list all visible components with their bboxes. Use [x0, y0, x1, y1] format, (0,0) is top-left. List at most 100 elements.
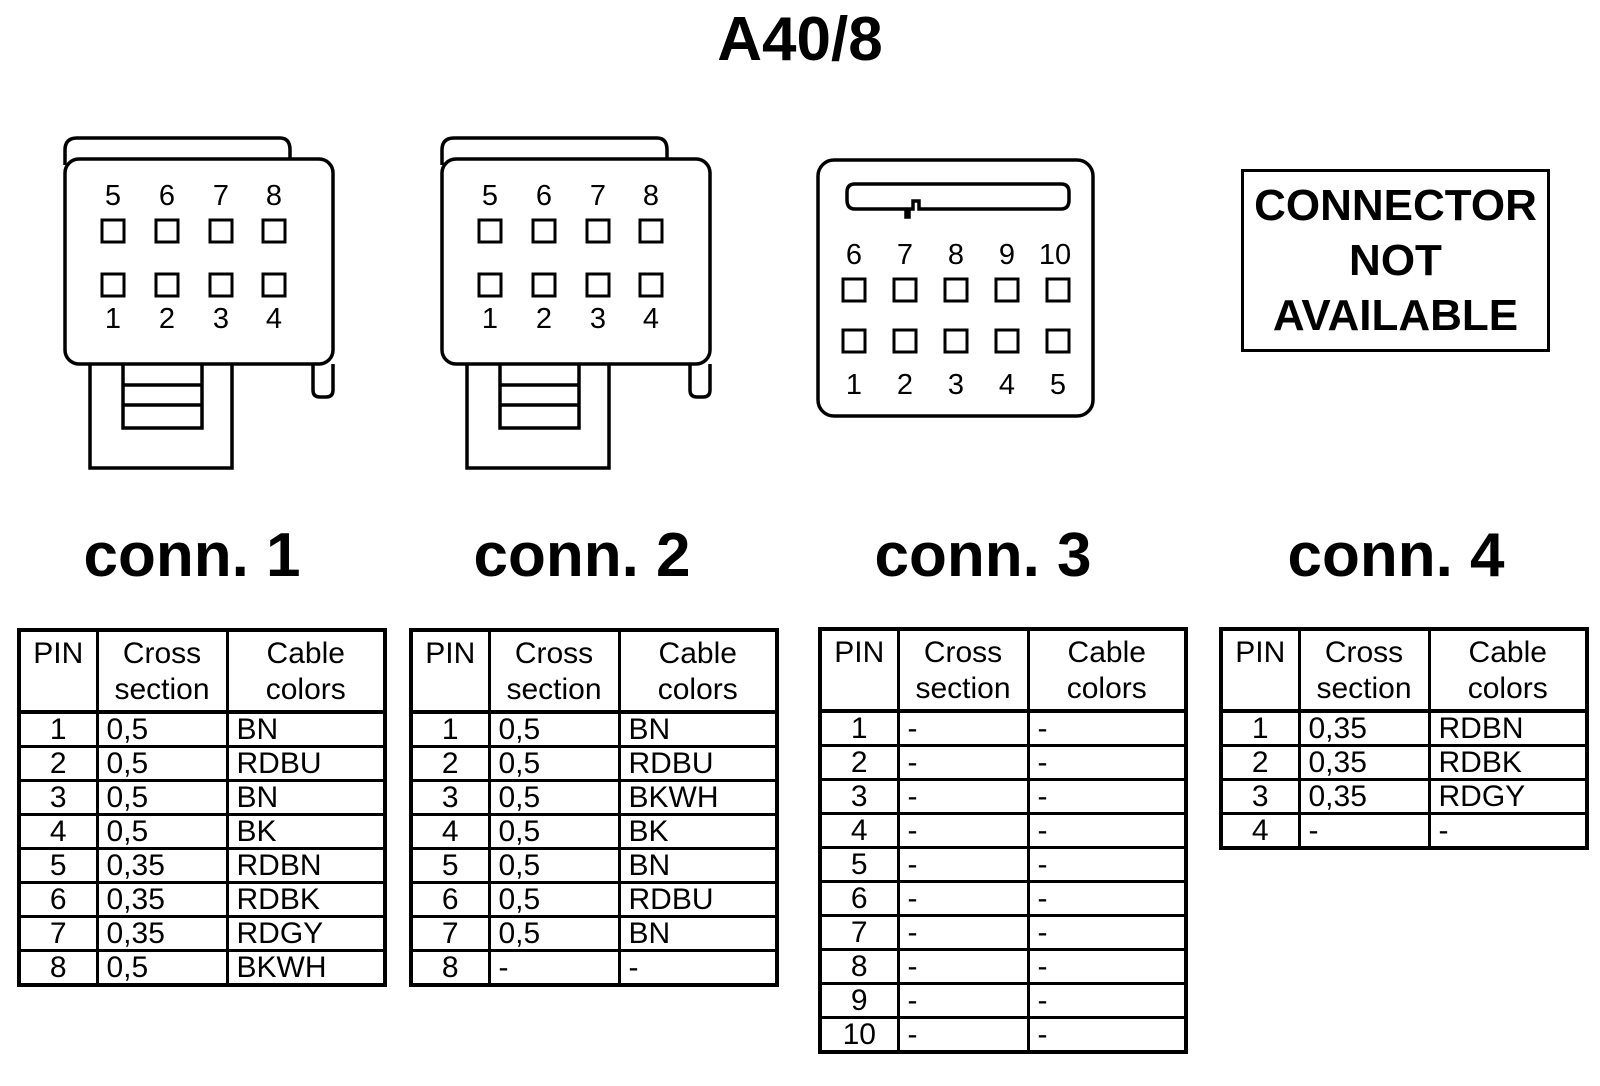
- connector-1-label: conn. 1: [83, 521, 301, 590]
- connector-3-pin-labels: 6 7 8 9 10 1 2 3 4 5: [846, 239, 1071, 401]
- pin-cell: 7: [411, 915, 489, 951]
- cable-color-cell: -: [1026, 982, 1186, 1018]
- cross-section-cell: 0,35: [1297, 711, 1429, 746]
- cross-section-cell: 0,5: [95, 712, 227, 747]
- cable-colors-header-text: Cable: [1067, 636, 1146, 669]
- not-available-line: AVAILABLE: [1272, 291, 1519, 340]
- pin-label: 4: [999, 369, 1015, 401]
- table-row: 1--: [820, 711, 1186, 746]
- cable-color-cell: RDBU: [617, 881, 777, 917]
- table-row: 9--: [820, 982, 1186, 1018]
- cable-color-cell: -: [617, 949, 777, 985]
- pin-header-text: PIN: [1235, 636, 1286, 669]
- cross-section-cell: 0,5: [95, 949, 227, 985]
- cable-color-cell: -: [1026, 778, 1186, 814]
- cross-section-cell: 0,5: [487, 745, 619, 781]
- cross-section-cell: -: [896, 948, 1028, 984]
- cable-color-cell: -: [1026, 914, 1186, 950]
- connector-not-available-box: CONNECTOR NOT AVAILABLE: [1241, 169, 1550, 352]
- pin-cell: 6: [820, 880, 898, 916]
- cross-section-header-text: section: [506, 673, 602, 706]
- table-row: 8--: [820, 948, 1186, 984]
- not-available-line: CONNECTOR: [1254, 181, 1537, 230]
- cross-section-cell: -: [896, 982, 1028, 1018]
- connector-3-pins: [841, 277, 1071, 354]
- pin-cell: 2: [19, 745, 97, 781]
- cable-colors-header-text: colors: [265, 673, 346, 706]
- pin-header: PIN: [1221, 629, 1299, 713]
- table-row: 8--: [411, 949, 777, 985]
- pin-cell: 9: [820, 982, 898, 1018]
- cable-color-cell: RDBU: [617, 745, 777, 781]
- cable-color-cell: BN: [225, 712, 385, 747]
- not-available-line: NOT: [1349, 236, 1442, 285]
- connector-1-drawing: 5 6 7 8 1 2 3 4: [63, 136, 335, 470]
- table-row: 10--: [820, 1016, 1186, 1052]
- pin-header-text: PIN: [33, 637, 84, 670]
- connector-4-label: conn. 4: [1287, 521, 1505, 590]
- cable-color-cell: -: [1427, 812, 1587, 848]
- cross-section-header-text: Cross: [923, 636, 1003, 669]
- cross-section-cell: -: [896, 880, 1028, 916]
- pin-label: 6: [159, 180, 175, 212]
- pin-label: 1: [482, 303, 498, 335]
- pin-cell: 4: [1221, 812, 1299, 848]
- cable-color-cell: -: [1026, 744, 1186, 780]
- table-row: 2--: [820, 744, 1186, 780]
- pin-label: 3: [948, 369, 964, 401]
- pin-header: PIN: [411, 630, 489, 714]
- cable-color-cell: -: [1026, 812, 1186, 848]
- cable-colors-header-text: Cable: [266, 637, 345, 670]
- pin-cell: 1: [49, 713, 67, 746]
- pin-cell: 3: [820, 778, 898, 814]
- pin-label: 6: [846, 239, 862, 271]
- table-row: 6--: [820, 880, 1186, 916]
- cross-section-cell: 0,5: [487, 712, 619, 747]
- cross-section-cell: -: [1297, 812, 1429, 848]
- cable-color-cell: BN: [617, 712, 777, 747]
- cable-color-cell: RDBK: [225, 881, 385, 917]
- table-row: 4--: [1221, 812, 1587, 848]
- cross-section-cell: -: [896, 1016, 1028, 1052]
- cable-colors-header-text: colors: [1066, 672, 1147, 705]
- pin-label: 10: [1039, 239, 1071, 271]
- cross-section-cell: 0,5: [487, 915, 619, 951]
- pin-label: 3: [590, 303, 606, 335]
- connector-2-pin-labels: 5 6 7 8 1 2 3 4: [482, 180, 659, 335]
- cable-color-cell: BN: [225, 779, 385, 815]
- connector-2-drawing: 5 6 7 8 1 2 3 4: [440, 136, 712, 470]
- cross-section-cell: -: [896, 778, 1028, 814]
- pin-cell: 2: [1221, 744, 1299, 780]
- cross-section-header-text: Cross: [514, 637, 594, 670]
- cross-section-cell: 0,35: [95, 881, 227, 917]
- pin-cell: 5: [19, 847, 97, 883]
- cross-section-header-text: section: [1316, 672, 1412, 705]
- pin-cell: 1: [441, 713, 459, 746]
- connector-1-pins: [100, 218, 287, 298]
- cable-color-cell: -: [1026, 1016, 1186, 1052]
- cross-section-cell: 0,5: [487, 779, 619, 815]
- pin-label: 1: [105, 303, 121, 335]
- diagram-title: A40/8: [717, 5, 883, 74]
- cable-color-cell: -: [1026, 711, 1186, 746]
- cross-section-cell: 0,5: [487, 813, 619, 849]
- pin-cell: 4: [411, 813, 489, 849]
- cross-section-cell: 0,35: [1297, 744, 1429, 780]
